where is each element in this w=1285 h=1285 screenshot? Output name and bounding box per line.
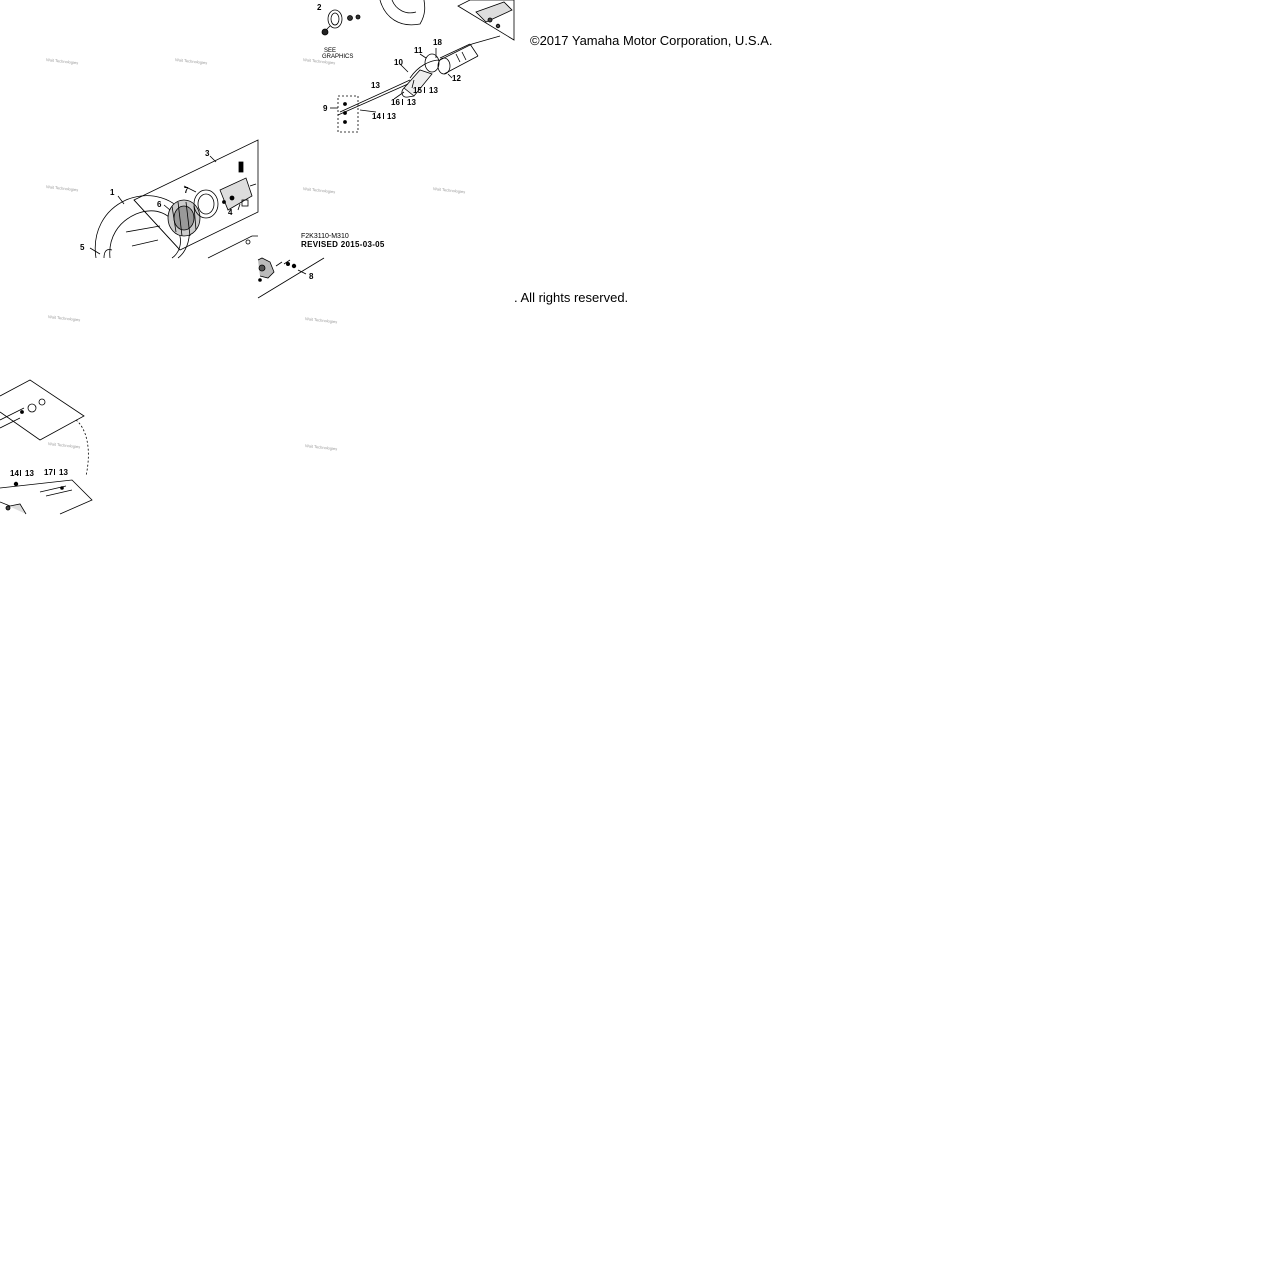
callout-16: 16 xyxy=(391,98,400,107)
callout-17-13: 13 xyxy=(59,468,68,477)
revision-date: REVISED 2015-03-05 xyxy=(301,240,385,249)
watermark: Wait Technologies xyxy=(303,186,336,194)
callout-10: 10 xyxy=(394,58,403,67)
callout-15: 15 xyxy=(413,86,422,95)
callouts: 2 18 11 10 12 13 15 13 16 13 9 14 13 3 1… xyxy=(10,3,461,478)
watermark: Wait Technologies xyxy=(48,441,81,449)
watermarks: Wait Technologies Wait Technologies Wait… xyxy=(46,57,466,451)
watermark: Wait Technologies xyxy=(433,186,466,194)
callout-16-13: 13 xyxy=(407,98,416,107)
watermark: Wait Technologies xyxy=(175,57,208,65)
callout-18: 18 xyxy=(433,38,442,47)
callout-braces xyxy=(20,87,425,476)
see-graphics-note-line2: GRAPHICS xyxy=(322,54,353,60)
callout-2: 2 xyxy=(317,3,322,12)
diagram-code: F2K3110-M310 xyxy=(301,233,349,240)
watermark: Wait Technologies xyxy=(48,314,81,322)
callout-13-top: 13 xyxy=(371,81,380,90)
callout-8: 8 xyxy=(309,272,314,281)
see-graphics-note-line1: SEE xyxy=(324,48,336,54)
callout-12: 12 xyxy=(452,74,461,83)
callout-14-bottom: 14 xyxy=(10,469,19,478)
callout-6: 6 xyxy=(157,200,162,209)
callout-14-13-top: 13 xyxy=(387,112,396,121)
callout-14-13-bottom: 13 xyxy=(25,469,34,478)
callout-7: 7 xyxy=(184,186,189,195)
callout-14-top: 14 xyxy=(372,112,381,121)
callout-1: 1 xyxy=(110,188,115,197)
diagram-tile-top xyxy=(321,0,515,133)
diagram-tile-part-8 xyxy=(257,257,325,299)
diagram-tile-bottom xyxy=(0,379,93,515)
copyright-notice: ©2017 Yamaha Motor Corporation, U.S.A. xyxy=(530,33,773,48)
callout-15-13: 13 xyxy=(429,86,438,95)
diagram-tile-middle xyxy=(89,139,259,259)
rights-notice: . All rights reserved. xyxy=(514,290,629,305)
callout-4: 4 xyxy=(228,208,233,217)
watermark: Wait Technologies xyxy=(46,184,79,192)
callout-5: 5 xyxy=(80,243,85,252)
watermark: Wait Technologies xyxy=(305,443,338,451)
watermark: Wait Technologies xyxy=(305,316,338,324)
watermark: Wait Technologies xyxy=(46,57,79,65)
callout-3: 3 xyxy=(205,149,210,158)
callout-17: 17 xyxy=(44,468,53,477)
callout-9: 9 xyxy=(323,104,328,113)
watermark: Wait Technologies xyxy=(303,57,336,65)
callout-11: 11 xyxy=(414,46,423,55)
